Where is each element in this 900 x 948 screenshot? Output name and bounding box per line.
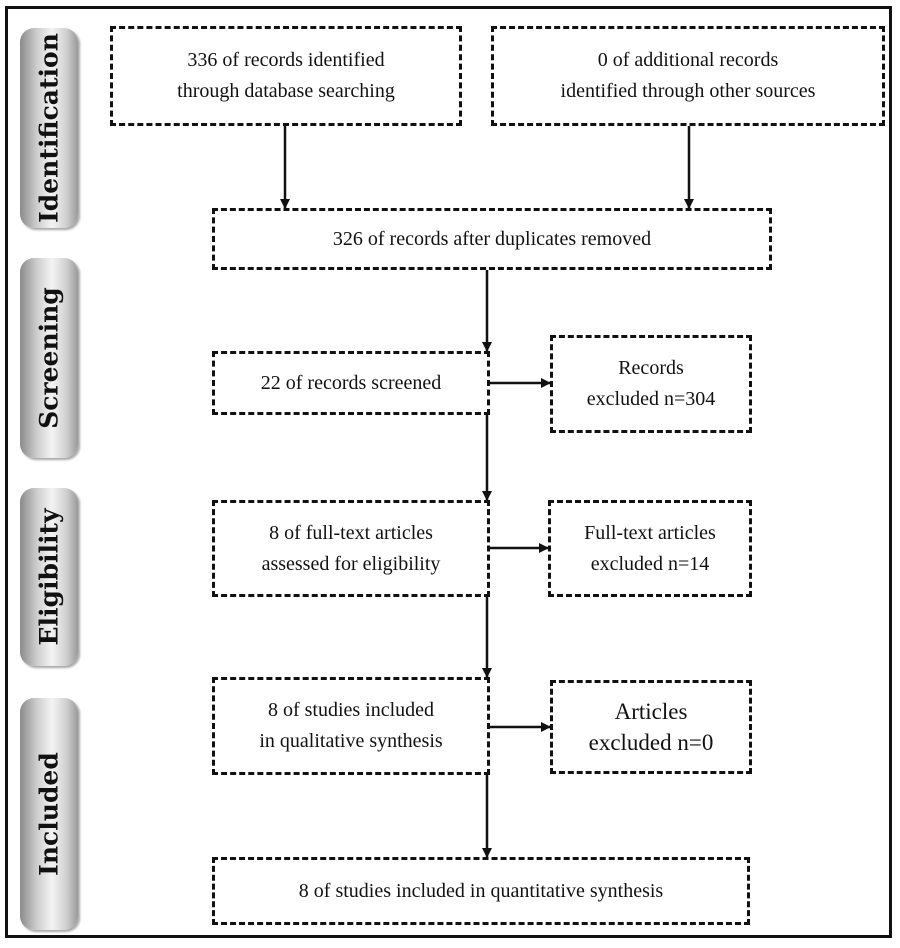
articles-excluded-box: Articles excluded n=0 — [550, 680, 752, 774]
fulltext-excluded-box: Full-text articles excluded n=14 — [548, 500, 752, 597]
stage-screening: Screening — [20, 258, 78, 458]
other-records-box: 0 of additional records identified throu… — [491, 26, 885, 126]
records-excluded-box: Records excluded n=304 — [550, 335, 752, 433]
stage-eligibility: Eligibility — [20, 488, 78, 666]
stage-included: Included — [20, 698, 78, 930]
after-duplicates-box: 326 of records after duplicates removed — [212, 208, 772, 270]
database-records-box: 336 of records identified through databa… — [110, 26, 462, 126]
screened-box: 22 of records screened — [212, 351, 490, 415]
stage-identification: Identification — [20, 28, 78, 228]
qualitative-box: 8 of studies included in qualitative syn… — [212, 677, 490, 775]
quantitative-box: 8 of studies included in quantitative sy… — [212, 857, 750, 925]
fulltext-assessed-box: 8 of full-text articles assessed for eli… — [212, 500, 490, 597]
diagram-frame — [5, 6, 892, 938]
